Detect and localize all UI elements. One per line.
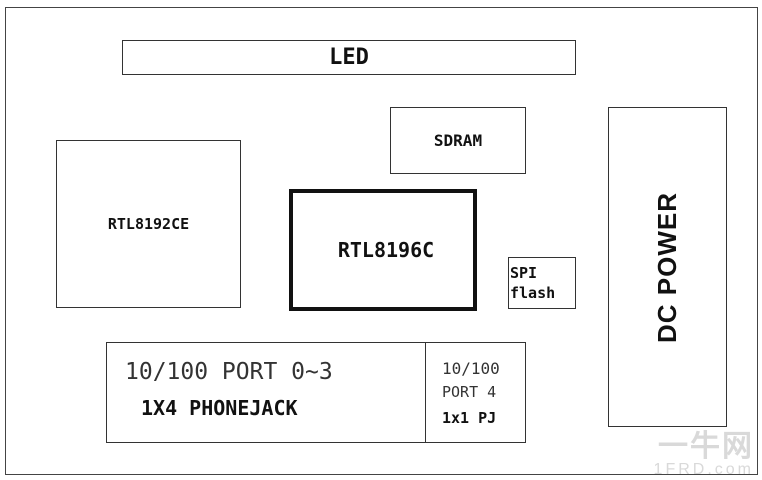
watermark-line2: 1FRD.com [653, 461, 754, 478]
watermark: 一牛网 1FRD.com [654, 432, 754, 478]
port-4-speed-label: 10/100 [442, 359, 500, 378]
dc-power-block: DC POWER [608, 107, 727, 427]
port-0-3-phonejack-label: 1X4 PHONEJACK [141, 396, 298, 420]
dc-power-label: DC POWER [652, 191, 682, 343]
spi-flash-label-line1: SPI [510, 264, 538, 282]
port-0-3-block: 10/100 PORT 0~3 1X4 PHONEJACK [106, 342, 426, 443]
sdram-block: SDRAM [390, 107, 526, 174]
port-4-block: 10/100 PORT 4 1x1 PJ [425, 342, 526, 443]
rtl8192ce-label: RTL8192CE [107, 215, 190, 233]
led-label: LED [329, 45, 369, 70]
led-block: LED [122, 40, 576, 75]
rtl8192ce-block: RTL8192CE [56, 140, 241, 308]
watermark-line1: 一牛网 [658, 430, 754, 463]
port-4-pj-label: 1x1 PJ [442, 409, 497, 427]
pcb-board-outline [5, 7, 758, 475]
spi-flash-label-line2: flash [510, 284, 556, 302]
rtl8196c-block: RTL8196C [289, 189, 477, 311]
spi-flash-block: SPI flash [508, 257, 576, 309]
sdram-label: SDRAM [433, 131, 483, 150]
port-4-port-label: PORT 4 [442, 383, 497, 401]
rtl8196c-label: RTL8196C [337, 238, 435, 262]
port-0-3-speed-label: 10/100 PORT 0~3 [125, 359, 333, 385]
